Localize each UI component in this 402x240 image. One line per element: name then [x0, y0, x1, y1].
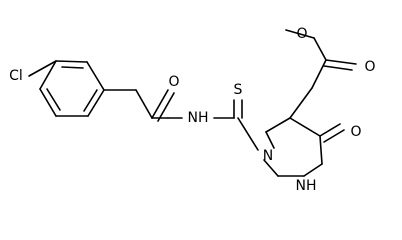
amide-oxygen-label: O	[168, 74, 179, 90]
bond	[39, 88, 57, 117]
ring-nh-label: NH	[296, 178, 317, 194]
bond	[39, 60, 57, 90]
ring-nitrogen-label: N	[263, 148, 273, 164]
bond	[55, 60, 88, 63]
bond	[313, 37, 327, 61]
ketone-oxygen-label: O	[350, 124, 361, 140]
bond	[311, 59, 327, 89]
ester-oxygen-label: O	[296, 26, 307, 42]
bond	[46, 88, 61, 111]
bond	[265, 117, 291, 133]
bond	[237, 117, 259, 151]
bond	[28, 60, 57, 77]
bond	[265, 131, 275, 149]
bond	[319, 123, 341, 137]
bond	[325, 59, 357, 65]
atom-labels: Cl O NH S N NH O O O	[9, 26, 375, 194]
bond	[61, 66, 84, 69]
chlorine-atom-label: Cl	[9, 68, 23, 84]
bond	[135, 89, 153, 119]
bond	[86, 61, 105, 91]
bond	[263, 159, 279, 177]
amide-nitrogen-label: NH	[188, 110, 209, 126]
bond-lines	[28, 29, 357, 177]
sulfur-atom-label: S	[234, 82, 243, 98]
molecule-structure: Cl O NH S N NH O O O	[9, 26, 375, 194]
bond	[289, 87, 313, 119]
bond	[83, 89, 98, 112]
bond	[157, 92, 175, 122]
bond	[323, 65, 353, 71]
bond	[323, 129, 345, 143]
bond	[319, 135, 323, 165]
bond	[151, 89, 169, 119]
ester-carbonyl-oxygen-label: O	[364, 59, 375, 75]
bond	[285, 29, 315, 39]
bond	[87, 89, 105, 117]
bond	[303, 163, 323, 177]
bond	[289, 117, 321, 137]
